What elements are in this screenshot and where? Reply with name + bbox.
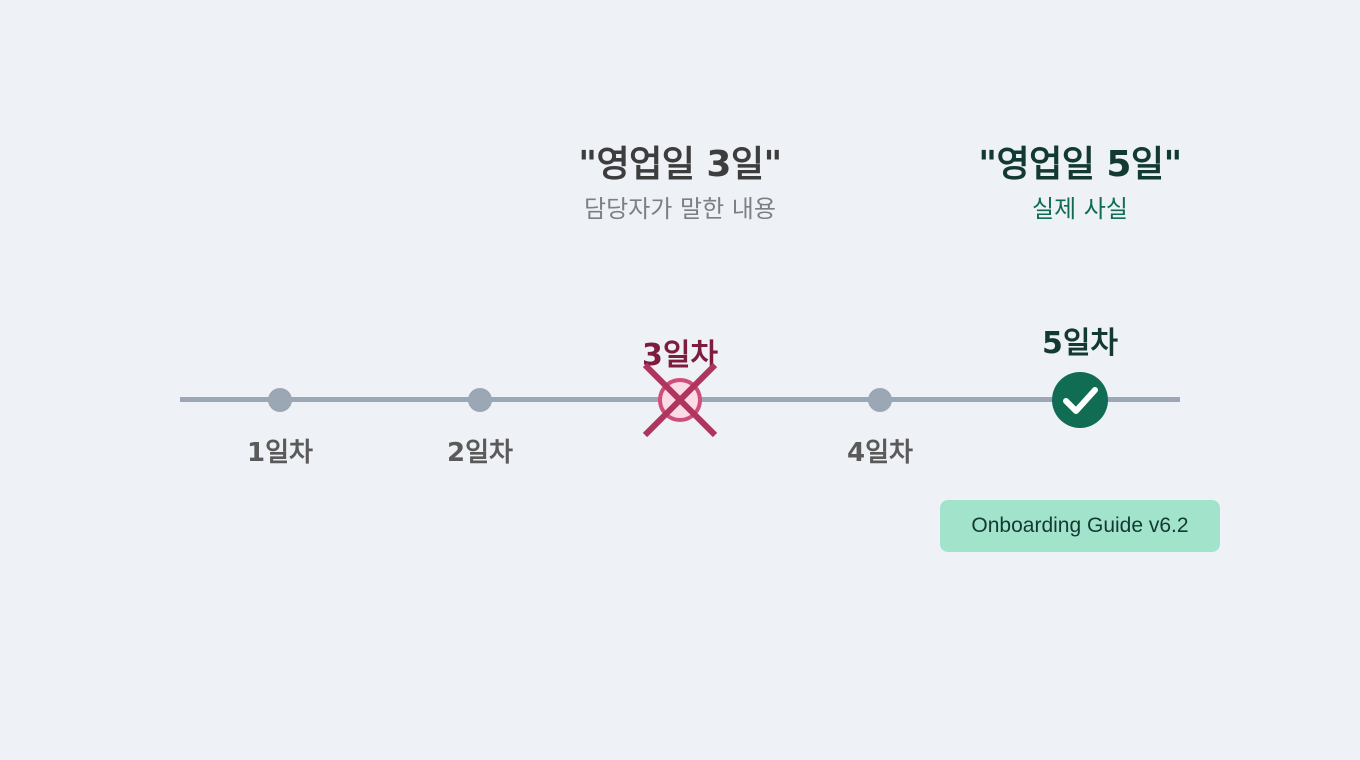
day-2-marker [468, 388, 492, 412]
cross-icon [642, 362, 718, 438]
actual-duration-caption: 실제 사실 [1032, 195, 1128, 223]
day-3-label: 3일차 [641, 338, 719, 373]
version-badge: Onboarding Guide v6.2 [940, 500, 1220, 552]
claimed-duration-quote: "영업일 3일" [578, 144, 782, 185]
actual-duration-quote: "영업일 5일" [978, 144, 1182, 185]
day-1-label: 1일차 [247, 438, 313, 468]
day-5-label: 5일차 [1041, 326, 1119, 361]
day-1-marker [268, 388, 292, 412]
check-icon [1052, 372, 1108, 428]
day-4-label: 4일차 [847, 438, 913, 468]
day-4-marker [868, 388, 892, 412]
claimed-duration-block: "영업일 3일" 담당자가 말한 내용 [510, 143, 850, 225]
actual-duration-block: "영업일 5일" 실제 사실 [910, 143, 1250, 225]
day-2-label: 2일차 [447, 438, 513, 468]
claimed-duration-caption: 담당자가 말한 내용 [584, 195, 776, 223]
